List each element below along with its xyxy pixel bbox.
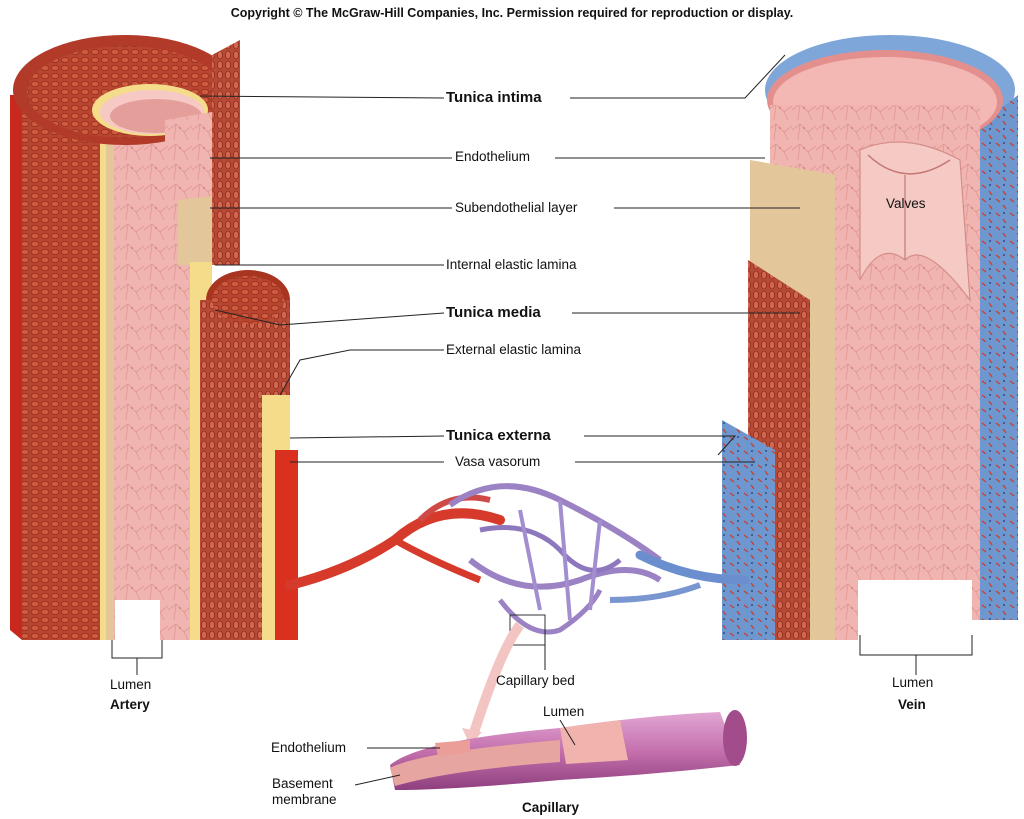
- copyright-notice: Copyright © The McGraw-Hill Companies, I…: [0, 6, 1024, 20]
- label-capillary-lumen: Lumen: [543, 704, 584, 719]
- label-basement-membrane-2: membrane: [272, 792, 337, 807]
- label-endothelium: Endothelium: [455, 149, 530, 164]
- label-tunica-intima: Tunica intima: [446, 89, 542, 106]
- vein-illustration: [722, 35, 1018, 655]
- label-capillary-bed: Capillary bed: [496, 673, 575, 688]
- label-tunica-media: Tunica media: [446, 304, 541, 321]
- label-valves: Valves: [886, 196, 926, 211]
- label-tunica-externa: Tunica externa: [446, 427, 551, 444]
- label-vein-lumen: Lumen: [892, 675, 933, 690]
- label-capillary-endothelium: Endothelium: [271, 740, 346, 755]
- label-artery: Artery: [110, 697, 150, 712]
- label-capillary: Capillary: [522, 800, 579, 815]
- label-vein: Vein: [898, 697, 926, 712]
- label-artery-lumen: Lumen: [110, 677, 151, 692]
- artery-illustration: [10, 35, 298, 660]
- label-external-elastic-lamina: External elastic lamina: [446, 342, 581, 357]
- capillary-bed-illustration: [290, 486, 745, 645]
- label-subendothelial-layer: Subendothelial layer: [455, 200, 577, 215]
- label-internal-elastic-lamina: Internal elastic lamina: [446, 257, 577, 272]
- label-basement-membrane-1: Basement: [272, 776, 333, 791]
- label-vasa-vasorum: Vasa vasorum: [455, 454, 540, 469]
